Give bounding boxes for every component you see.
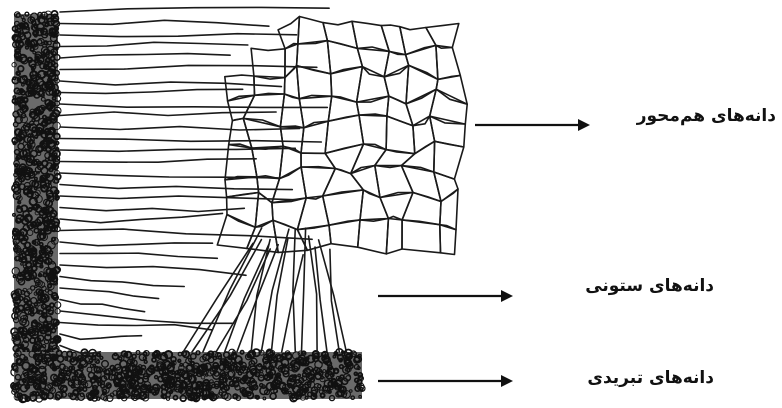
arrow-equiaxed bbox=[475, 119, 590, 131]
arrow-chill bbox=[378, 375, 513, 387]
chill-zone-left-wall bbox=[10, 9, 62, 401]
label-columnar-grains: دانه‌های ستونی bbox=[585, 276, 714, 296]
label-equiaxed-grains: دانه‌های هم‌محور bbox=[636, 106, 776, 126]
arrow-columnar bbox=[378, 290, 513, 302]
label-chill-grains: دانه‌های تبریدی bbox=[587, 368, 714, 388]
equiaxed-grains bbox=[216, 15, 469, 256]
chill-zone-bottom-wall bbox=[11, 347, 366, 404]
columnar-grains bbox=[59, 6, 348, 355]
